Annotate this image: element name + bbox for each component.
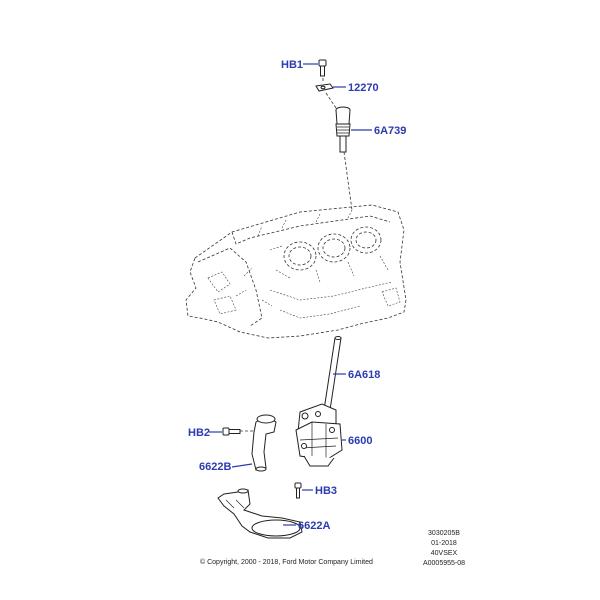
pickup-strainer-6622a-drawing (217, 488, 303, 539)
label-6622a: 6622A (298, 520, 330, 532)
ref-code-4: A0005955-08 (422, 560, 466, 567)
label-6600: 6600 (348, 435, 372, 447)
label-6622b: 6622B (199, 461, 231, 473)
sensor-6a739-drawing (335, 106, 351, 153)
copyright-notice: © Copyright, 2000 - 2018, Ford Motor Com… (200, 559, 373, 566)
label-hb3: HB3 (315, 485, 337, 497)
bolt-hb3-drawing (294, 482, 302, 499)
dipstick-tube-6a618-drawing (323, 336, 342, 411)
label-12270: 12270 (348, 82, 379, 94)
clip-12270-drawing (315, 83, 334, 92)
reference-codes: 3030205B 01-2018 40VSEX A0005955-08 (418, 529, 470, 569)
label-hb2: HB2 (188, 427, 210, 439)
bolt-hb1-drawing (318, 59, 327, 77)
engine-block-drawing (185, 204, 407, 339)
label-6a739: 6A739 (374, 125, 406, 137)
oil-pump-6600-drawing (295, 403, 343, 467)
ref-code-1: 3030205B (428, 530, 460, 537)
leader-6622b (231, 463, 253, 468)
ref-code-2: 01-2018 (431, 540, 457, 547)
bolt-hb2-drawing (222, 427, 241, 436)
label-6a618: 6A618 (348, 369, 380, 381)
ref-code-3: 40VSEX (430, 550, 458, 557)
label-hb1: HB1 (281, 59, 303, 71)
pipe-6622b-drawing (251, 414, 277, 472)
